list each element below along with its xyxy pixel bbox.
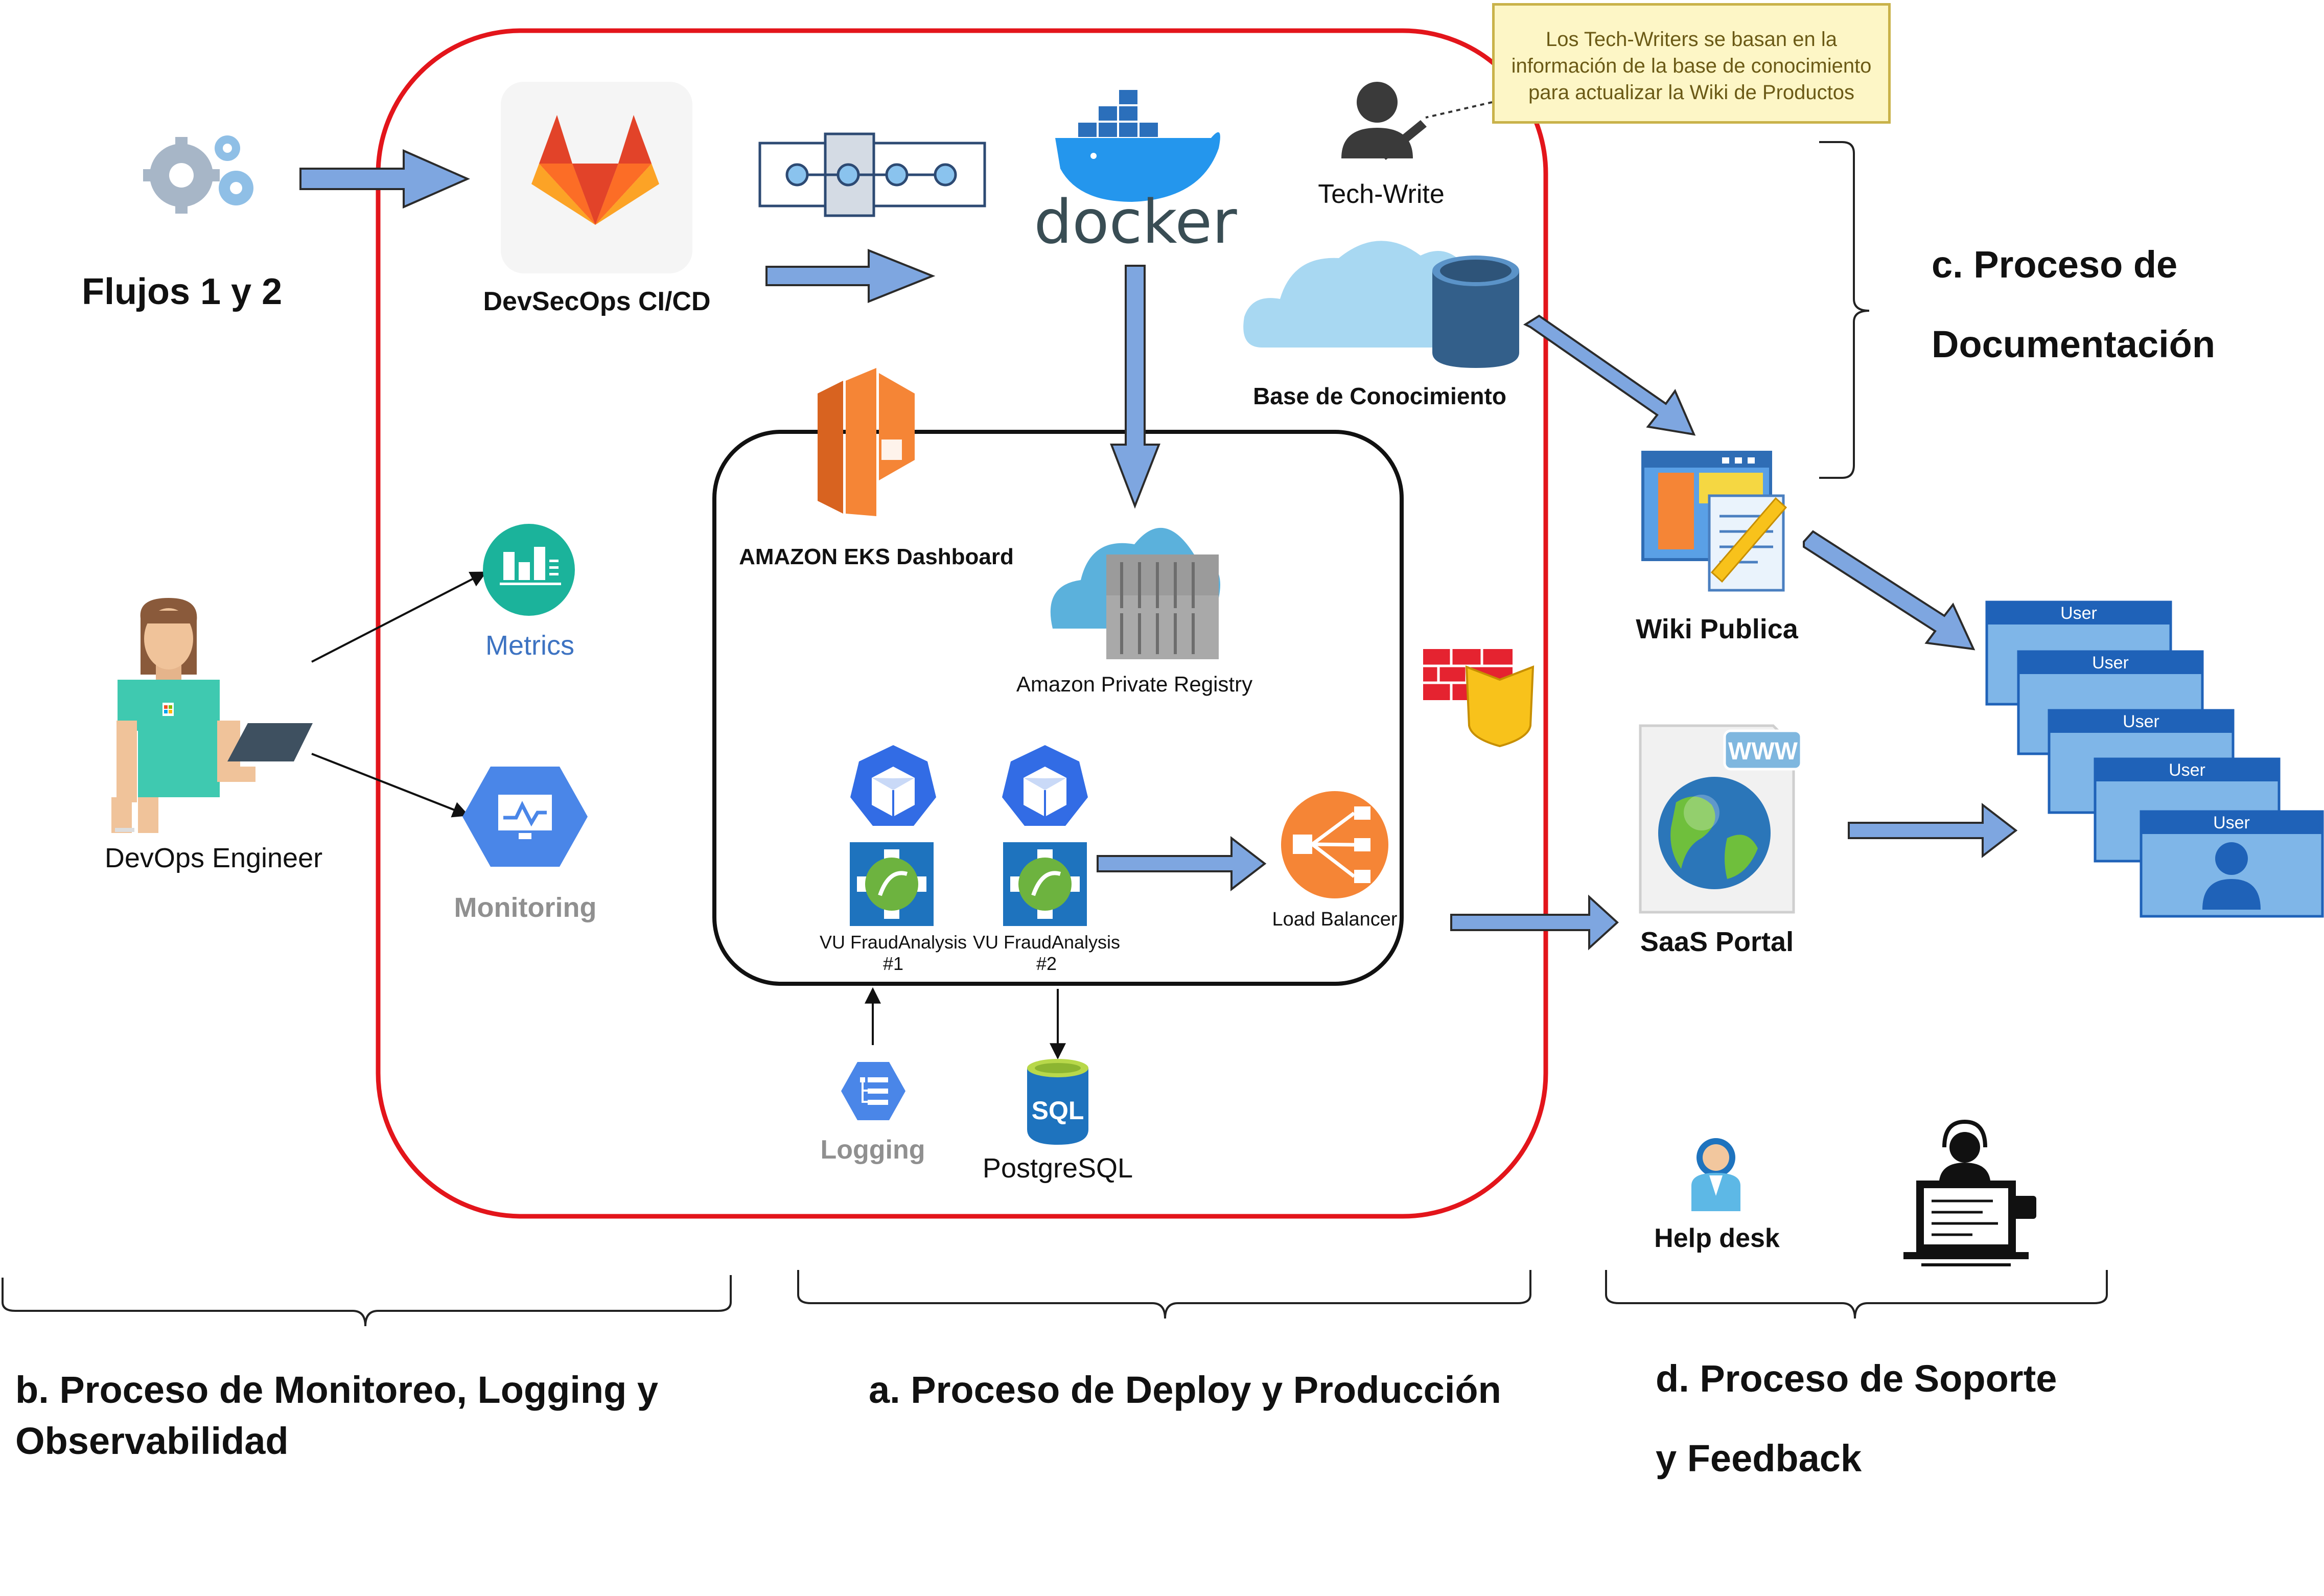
production-boundary [376,28,1548,1219]
spring-service-icon [850,842,934,926]
devops-engineer-icon [111,598,313,833]
section-c-title: c. Proceso de Documentación [1932,243,2216,365]
label-monitoring: Monitoring [454,892,597,923]
docker-icon: docker [1034,90,1237,257]
container-registry-icon [1050,527,1220,659]
arrow-flujos-to-gitlab [299,149,470,209]
brace-section-c [1819,141,1870,479]
brace-section-a [797,1270,1531,1319]
note-connector [1425,101,1493,119]
label-flujos: Flujos 1 y 2 [82,271,283,312]
label-fraud2: VU FraudAnalysis #2 [972,932,1121,974]
user-card-label-3: User [2123,712,2159,731]
arrow-gitlab-to-docker [765,249,936,303]
metrics-icon [483,524,575,616]
arrow-kb-to-wiki [1523,314,1696,436]
www-label: WWW [1728,738,1798,765]
arrow-devops-to-monitoring [311,753,469,818]
label-eks: AMAZON EKS Dashboard [739,544,1014,569]
docker-wordmark: docker [1034,187,1237,257]
eks-cluster-boundary [712,430,1404,986]
sql-database-icon: SQL [1027,1059,1088,1145]
gitlab-icon [501,82,692,273]
user-card-label: User [2060,604,2097,623]
support-agent-icon [1903,1119,2036,1266]
tech-writer-icon [1341,82,1427,160]
label-base-conocimiento: Base de Conocimiento [1253,383,1506,409]
arrow-devops-to-metrics [311,571,487,663]
label-metrics: Metrics [485,630,574,661]
firewall-shield-icon [1423,649,1535,748]
section-d-title: d. Proceso de Soporte y Feedback [1656,1357,2057,1479]
spring-service-icon-2 [1003,842,1087,926]
gears-icon [143,135,253,214]
brace-section-b [2,1275,732,1327]
sticky-note: Los Tech-Writers se basan en la informac… [1492,3,1891,124]
section-a-title: a. Proceso de Deploy y Producción [869,1369,1501,1411]
user-card-label-4: User [2169,760,2205,780]
user-card-label-5: User [2213,813,2250,832]
label-load-balancer: Load Balancer [1272,909,1398,930]
label-tech-write: Tech-Write [1318,179,1445,209]
logging-icon [841,1062,905,1120]
sql-label: SQL [1032,1096,1084,1125]
www-globe-icon: WWW [1639,724,1803,914]
arrow-cluster-to-saas [1450,894,1619,951]
kubernetes-pod-icon-2 [1002,745,1088,826]
label-devops: DevOps Engineer [104,843,323,873]
label-saas: SaaS Portal [1640,927,1794,957]
note-text: Los Tech-Writers se basan en la informac… [1511,28,1872,104]
arrow-saas-to-users [1848,802,2018,859]
label-postgres: PostgreSQL [982,1153,1133,1184]
arrow-wiki-to-users [1803,530,1976,651]
section-b-title: b. Proceso de Monitoreo, Logging y Obser… [15,1369,659,1462]
aws-eks-icon [818,368,915,516]
label-devsecops: DevSecOps CI/CD [483,287,711,316]
label-registry: Amazon Private Registry [1016,672,1253,696]
help-desk-icon [1691,1138,1740,1211]
cloud-database-icon [1243,241,1519,368]
arrow-docker-to-registry [1110,265,1160,509]
pipeline-icon [758,132,986,217]
arrow-fraud-to-lb [1097,836,1267,892]
user-card-label-2: User [2092,653,2129,673]
label-wiki: Wiki Publica [1636,614,1798,644]
user-card-icon-5: User [2140,810,2324,918]
brace-section-d [1605,1270,2108,1319]
label-fraud1: VU FraudAnalysis #1 [819,932,967,974]
kubernetes-pod-icon [850,745,936,826]
load-balancer-icon [1281,791,1388,898]
wiki-page-icon [1641,451,1787,592]
label-helpdesk: Help desk [1654,1223,1780,1253]
label-logging: Logging [820,1135,925,1165]
monitoring-icon [462,767,588,867]
